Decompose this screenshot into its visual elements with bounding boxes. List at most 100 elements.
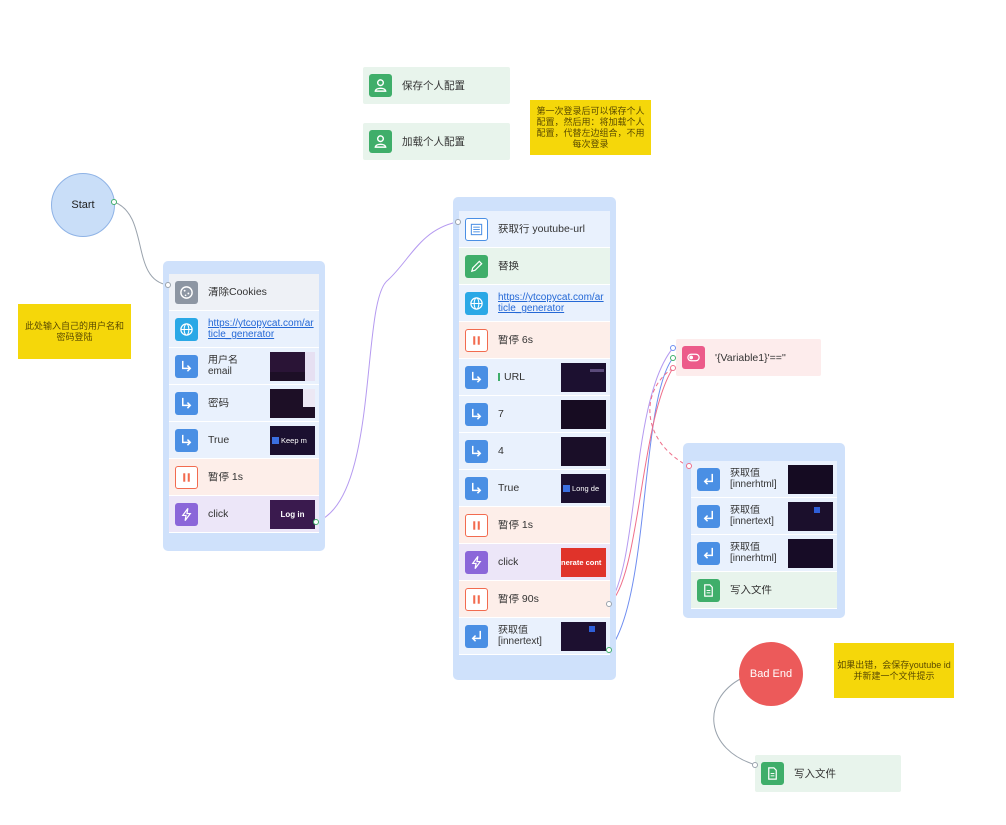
group2-in-port[interactable] [455, 219, 461, 225]
arrow-down-left-icon [465, 624, 488, 648]
group2-out-port-b[interactable] [606, 647, 612, 653]
lightning-icon [175, 502, 198, 526]
group1-in-port[interactable] [165, 282, 171, 288]
save-profile-label: 保存个人配置 [402, 80, 465, 92]
generate-thumbnail: nerate cont [561, 548, 606, 577]
arrow-input-icon [175, 391, 198, 415]
end-write-file-label: 写入文件 [794, 768, 836, 780]
start-out-port[interactable] [111, 199, 117, 205]
get-value-node[interactable]: 获取值 [innerhtml] [691, 461, 837, 498]
replace-node[interactable]: 替换 [459, 248, 610, 285]
edge-group2-to-condition-a [608, 347, 674, 605]
get-row-node[interactable]: 获取行 youtube-url [459, 211, 610, 248]
username-thumbnail [270, 352, 315, 381]
input-url-node[interactable]: URL [459, 359, 610, 396]
login-thumbnail: Log in [270, 500, 315, 529]
style-thumbnail [561, 437, 606, 466]
checkbox-icon [272, 437, 279, 444]
pause-node[interactable]: 暂停 90s [459, 581, 610, 618]
checkbox-icon [563, 485, 570, 492]
arrow-input-icon [465, 365, 488, 389]
note-error: 如果出错，会保存youtube id 并新建一个文件提示 [834, 643, 954, 698]
extract-group[interactable]: 获取值 [innerhtml] 获取值 [innertext] 获取值 [inn… [683, 443, 845, 618]
arrow-down-left-icon [697, 504, 720, 528]
write-file-node[interactable]: 写入文件 [691, 572, 837, 609]
arrow-input-icon [465, 439, 488, 463]
bad-end-label: Bad End [749, 668, 793, 680]
load-profile-label: 加载个人配置 [402, 136, 465, 148]
note-credentials: 此处输入自己的用户名和密码登陆 [18, 304, 131, 359]
globe-icon [465, 291, 488, 315]
edge-group2-to-condition-c [608, 367, 674, 605]
list-icon [465, 217, 488, 241]
user-icon [369, 74, 392, 97]
get-value-node[interactable]: 获取值 [innertext] [459, 618, 610, 655]
condition-port-3[interactable] [670, 365, 676, 371]
arrow-input-icon [175, 428, 198, 452]
clear-cookies-node[interactable]: 清除Cookies [169, 274, 319, 311]
click-login-node[interactable]: click Log in [169, 496, 319, 533]
lightning-icon [465, 550, 488, 574]
click-generate-node[interactable]: click nerate cont [459, 544, 610, 581]
get-value-node[interactable]: 获取值 [innertext] [691, 498, 837, 535]
open-url-node[interactable]: https://ytcopycat.com/article_generator [459, 285, 610, 322]
condition-node[interactable]: '{Variable1}'=='' [676, 339, 821, 376]
status-bar-icon [498, 373, 500, 381]
note-profile: 第一次登录后可以保存个人配置，然后用：将加载个人配置，代替左边组合，不用每次登录 [530, 100, 651, 155]
load-profile-node[interactable]: 加载个人配置 [363, 123, 510, 160]
open-url-node[interactable]: https://ytcopycat.com/article_generator [169, 311, 319, 348]
arrow-input-icon [465, 402, 488, 426]
input-remember-node[interactable]: True Keep m [169, 422, 319, 459]
pause-node[interactable]: 暂停 1s [169, 459, 319, 496]
generate-group[interactable]: 获取行 youtube-url 替换 https://ytcopycat.com… [453, 197, 616, 680]
condition-label: '{Variable1}'=='' [715, 351, 786, 364]
text-thumbnail [788, 502, 833, 531]
edge-start-to-group1 [113, 201, 169, 286]
edge-group2-to-condition-b [608, 357, 674, 651]
input-username-node[interactable]: 用户名 email [169, 348, 319, 385]
input-4-node[interactable]: 4 [459, 433, 610, 470]
condition-port-2[interactable] [670, 355, 676, 361]
group1-out-port[interactable] [313, 519, 319, 525]
edge-group1-to-group2 [315, 221, 458, 523]
pause-icon [175, 465, 198, 489]
pause-node[interactable]: 暂停 6s [459, 322, 610, 359]
keep-thumbnail: Keep m [270, 426, 315, 455]
pencil-icon [465, 254, 488, 278]
html-thumbnail [788, 465, 833, 494]
option-thumbnail [561, 400, 606, 429]
html-thumbnail [788, 539, 833, 568]
condition-port-1[interactable] [670, 345, 676, 351]
document-icon [697, 578, 720, 602]
arrow-down-left-icon [697, 467, 720, 491]
end-write-in-port[interactable] [752, 762, 758, 768]
group2-out-port-a[interactable] [606, 601, 612, 607]
save-profile-node[interactable]: 保存个人配置 [363, 67, 510, 104]
cookie-icon [175, 280, 198, 304]
arrow-down-left-icon [697, 541, 720, 565]
get-value-node[interactable]: 获取值 [innerhtml] [691, 535, 837, 572]
end-write-file-node[interactable]: 写入文件 [755, 755, 901, 792]
input-true-node[interactable]: True Long de [459, 470, 610, 507]
group3-in-port[interactable] [686, 463, 692, 469]
input-password-node[interactable]: 密码 [169, 385, 319, 422]
password-thumbnail [270, 389, 315, 418]
document-icon [761, 762, 784, 785]
url-thumbnail [561, 363, 606, 392]
user-icon [369, 130, 392, 153]
pause-icon [465, 513, 488, 537]
pause-icon [465, 328, 488, 352]
input-7-node[interactable]: 7 [459, 396, 610, 433]
arrow-input-icon [465, 476, 488, 500]
login-group[interactable]: 清除Cookies https://ytcopycat.com/article_… [163, 261, 325, 551]
long-thumbnail: Long de [561, 474, 606, 503]
result-thumbnail [561, 622, 606, 651]
toggle-icon [682, 346, 705, 369]
start-node[interactable]: Start [51, 173, 115, 237]
arrow-input-icon [175, 354, 198, 378]
pause-node[interactable]: 暂停 1s [459, 507, 610, 544]
globe-icon [175, 317, 198, 341]
start-label: Start [71, 199, 95, 211]
pause-icon [465, 587, 488, 611]
bad-end-node[interactable]: Bad End [739, 642, 803, 706]
